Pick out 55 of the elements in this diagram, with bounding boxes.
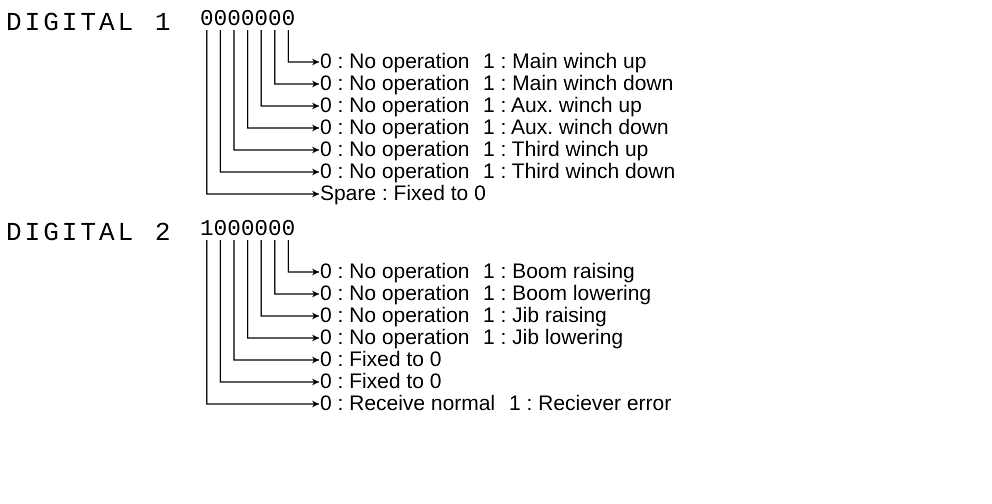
register-title: DIGITAL 1 xyxy=(6,8,174,38)
leader-arrow xyxy=(206,30,319,198)
bit-description: 1 : Boom lowering xyxy=(483,284,652,304)
bit-digit: 0 xyxy=(254,6,268,32)
bit-description: 1 : Aux. winch up xyxy=(483,96,642,116)
leader-arrow xyxy=(246,30,319,132)
leader-arrow xyxy=(274,240,319,298)
leader-arrow xyxy=(233,240,319,364)
bit-description: 1 : Jib lowering xyxy=(483,328,624,348)
bit-digit: 0 xyxy=(240,6,254,32)
bit-description: 0 : No operation xyxy=(320,306,470,326)
leader-arrow xyxy=(288,30,319,66)
bit-description: 0 : No operation xyxy=(320,96,470,116)
leader-arrow xyxy=(233,30,319,154)
bit-description: 1 : Third winch up xyxy=(483,140,648,160)
bit-digit: 0 xyxy=(214,6,228,32)
bit-description: 1 : Aux. winch down xyxy=(483,118,669,138)
bit-description: 0 : No operation xyxy=(320,52,470,72)
bit-description: 0 : No operation xyxy=(320,118,470,138)
bit-digit: 0 xyxy=(254,216,268,242)
bit-description: 0 : No operation xyxy=(320,74,470,94)
leader-arrow xyxy=(274,30,319,88)
bit-digit: 0 xyxy=(240,216,254,242)
bit-digit: 0 xyxy=(200,6,214,32)
leader-arrow xyxy=(260,240,319,320)
leader-arrow xyxy=(246,240,319,342)
leader-arrow xyxy=(220,240,319,386)
bit-description: 0 : Receive normal xyxy=(320,394,496,414)
leader-arrow xyxy=(260,30,319,110)
bit-description: 1 : Reciever error xyxy=(509,394,672,414)
leader-arrow xyxy=(206,240,319,408)
leader-arrow xyxy=(288,240,319,276)
bit-description: 0 : No operation xyxy=(320,162,470,182)
bit-description: 0 : No operation xyxy=(320,328,470,348)
bit-description: 1 : Boom raising xyxy=(483,262,635,282)
bit-description: 1 : Main winch down xyxy=(483,74,674,94)
bit-digit: 0 xyxy=(227,216,241,242)
bit-digit: 0 xyxy=(268,6,282,32)
bit-digit: 0 xyxy=(268,216,282,242)
bit-description: 0 : No operation xyxy=(320,284,470,304)
bit-digit: 0 xyxy=(214,216,228,242)
register-title: DIGITAL 2 xyxy=(6,218,174,248)
bit-description: 0 : Fixed to 0 xyxy=(320,350,442,370)
bit-description: 1 : Jib raising xyxy=(483,306,607,326)
bit-description: 1 : Third winch down xyxy=(483,162,676,182)
bit-description: 0 : Fixed to 0 xyxy=(320,372,442,392)
bit-digit: 0 xyxy=(282,6,296,32)
bit-digit: 0 xyxy=(282,216,296,242)
leader-arrow xyxy=(220,30,319,176)
bit-description: 1 : Main winch up xyxy=(483,52,646,72)
bit-digit: 1 xyxy=(200,216,214,242)
bit-digit: 0 xyxy=(227,6,241,32)
bit-description: 0 : No operation xyxy=(320,140,470,160)
bit-description: 0 : No operation xyxy=(320,262,470,282)
bit-description: Spare : Fixed to 0 xyxy=(320,184,486,204)
